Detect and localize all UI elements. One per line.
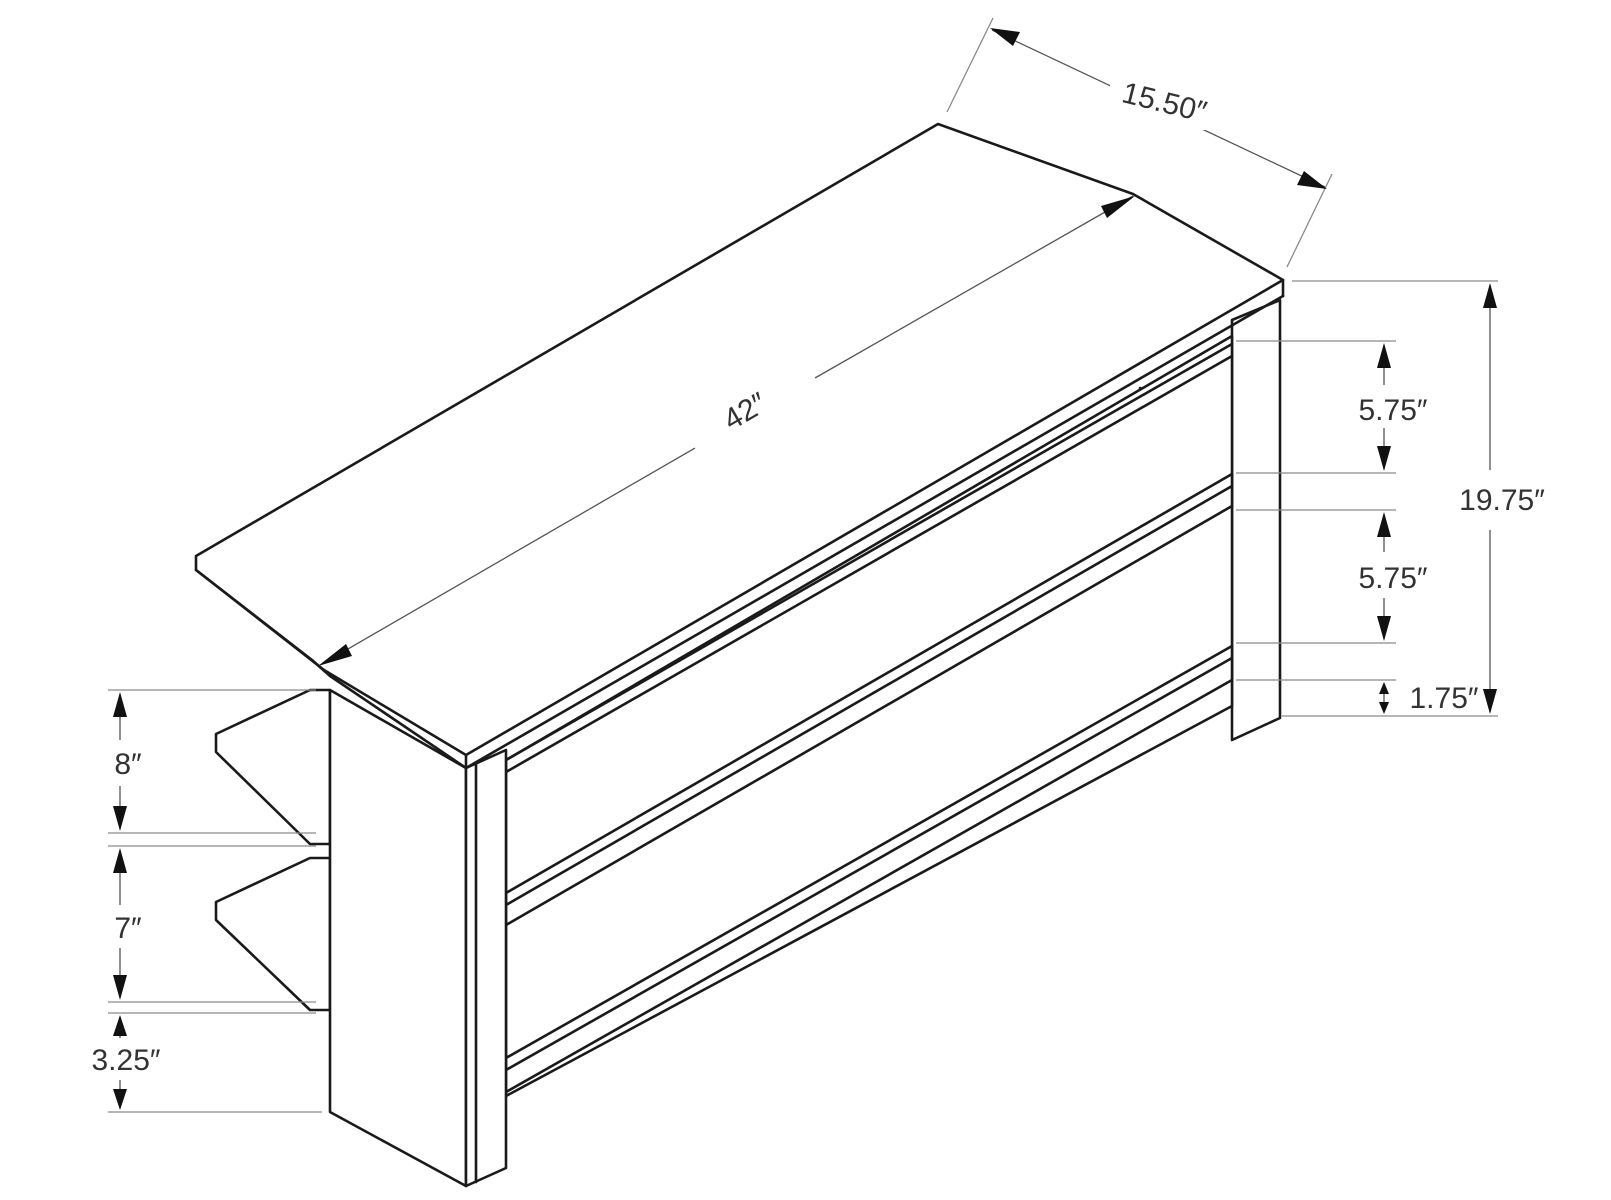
side-top-gap-label: 8″ bbox=[114, 748, 142, 781]
total-height-label: 19.75″ bbox=[1459, 484, 1545, 517]
dimension-annotations: 42″ 15.50″ bbox=[91, 17, 1545, 1113]
dimension-side-middle-gap: 7″ bbox=[113, 848, 142, 1000]
left-side-panel bbox=[328, 688, 468, 1188]
right-leg bbox=[1230, 298, 1282, 742]
tv-stand-drawing bbox=[194, 122, 1285, 1188]
shelf-gap-upper-label: 5.75″ bbox=[1358, 394, 1427, 427]
dimension-shelf-gap-lower: 5.75″ bbox=[1358, 512, 1428, 641]
right-vertical-dimensions: 5.75″ 5.75″ 1.75″ bbox=[1236, 280, 1545, 717]
length-arrow-left bbox=[318, 644, 352, 666]
front-top-rail-edge bbox=[504, 342, 1234, 762]
dimension-bottom-clearance: 1.75″ bbox=[1379, 682, 1479, 715]
front-left-leg bbox=[464, 748, 508, 1188]
top-left-under-edge bbox=[194, 568, 468, 770]
depth-arrow-right bbox=[1297, 171, 1327, 189]
dimension-side-bottom-clearance: 3.25″ bbox=[91, 1015, 161, 1110]
length-arrow-right bbox=[1101, 196, 1135, 218]
bottom-clearance-label: 1.75″ bbox=[1409, 682, 1478, 715]
side-middle-gap-label: 7″ bbox=[114, 912, 142, 945]
shelf-gap-lower-label: 5.75″ bbox=[1358, 562, 1427, 595]
depth-arrow-left bbox=[990, 28, 1020, 46]
left-vertical-dimensions: 8″ 7″ 3.25″ bbox=[91, 689, 322, 1113]
top-under-edge bbox=[464, 294, 1285, 770]
side-bottom-clearance-label: 3.25″ bbox=[91, 1044, 160, 1077]
middle-shelf-edge bbox=[504, 484, 1234, 907]
front-top-rail-inner bbox=[504, 354, 1234, 774]
bottom-shelf-edge bbox=[504, 656, 1234, 1072]
left-side-shelf-upper bbox=[214, 688, 332, 846]
dimension-total-height: 19.75″ bbox=[1459, 283, 1545, 714]
dimension-depth: 15.50″ bbox=[946, 17, 1333, 268]
dimension-side-top-gap: 8″ bbox=[113, 692, 142, 831]
left-side-shelf-lower bbox=[214, 856, 332, 1012]
dimension-shelf-gap-upper: 5.75″ bbox=[1358, 343, 1428, 471]
